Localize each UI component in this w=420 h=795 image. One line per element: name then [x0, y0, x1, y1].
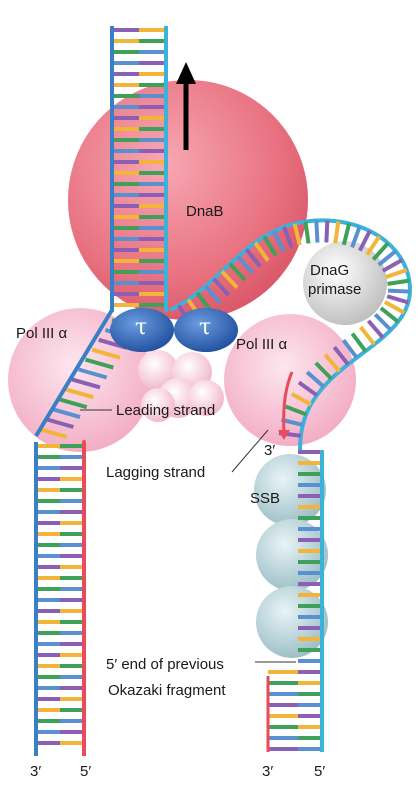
- lagging-leader-line: [231, 429, 269, 473]
- dnag-primase: [303, 241, 387, 325]
- template-backbone: [34, 308, 114, 438]
- bottom-left-3prime: 3′: [30, 763, 42, 780]
- template-base: [272, 230, 286, 252]
- dnag-label-line1: DnaG: [310, 262, 350, 279]
- new-primer-arrow: [278, 371, 294, 440]
- pol3-right-label: Pol III α: [236, 336, 288, 353]
- template-base: [379, 306, 400, 324]
- template-base: [220, 270, 239, 289]
- tau-subunit-left: [110, 308, 174, 352]
- template-base: [333, 221, 341, 244]
- template-base: [314, 361, 333, 381]
- template-base: [38, 426, 68, 439]
- template-base: [91, 347, 121, 360]
- template-base: [350, 225, 362, 249]
- template-base: [332, 345, 350, 366]
- okazaki-label-line2: Okazaki fragment: [108, 682, 226, 699]
- template-base: [262, 235, 278, 257]
- template-base: [297, 380, 318, 397]
- template-base: [292, 223, 302, 246]
- tau-subunit-right: [174, 308, 238, 352]
- template-base: [341, 338, 359, 359]
- template-base: [387, 288, 411, 294]
- template-base: [373, 313, 393, 332]
- template-base: [324, 220, 330, 243]
- template-base: [253, 241, 270, 262]
- template-base: [377, 249, 397, 267]
- template-base: [387, 278, 410, 286]
- tau-right-label: τ: [199, 315, 212, 340]
- template-base: [371, 241, 390, 261]
- template-base: [303, 221, 311, 244]
- template-base: [44, 417, 74, 429]
- template-base: [282, 226, 294, 249]
- template-base: [323, 353, 341, 373]
- template-base: [381, 258, 403, 273]
- template-base: [305, 370, 326, 389]
- bottom-right-3prime: 3′: [262, 763, 274, 780]
- template-base: [236, 255, 255, 275]
- template-base: [385, 268, 408, 280]
- template-base: [228, 262, 247, 282]
- template-base: [365, 235, 381, 256]
- template-base: [244, 248, 262, 268]
- template-base: [386, 294, 409, 305]
- pol3-left-label: Pol III α: [16, 325, 68, 342]
- tau-left-label: τ: [135, 315, 148, 340]
- okazaki-label-line1: 5′ end of previous: [106, 656, 224, 673]
- parental-duplex-top: [110, 26, 168, 312]
- lagging-strand-label: Lagging strand: [106, 464, 206, 481]
- clamp-loader-balls: [138, 350, 224, 422]
- template-base: [314, 220, 320, 243]
- lagging-strand-duplex: [266, 450, 324, 752]
- template-base: [284, 404, 307, 417]
- dnag-label-line2: primase: [308, 281, 362, 298]
- bottom-right-5prime: 5′: [314, 763, 326, 780]
- template-base: [84, 357, 114, 370]
- bottom-left-5prime: 5′: [80, 763, 92, 780]
- leading-strand-label: Leading strand: [116, 402, 216, 419]
- template-base: [58, 397, 88, 410]
- template-base: [64, 387, 94, 400]
- template-base: [359, 325, 376, 346]
- template-base: [366, 319, 385, 339]
- dnab-label: DnaB: [186, 203, 224, 220]
- template-base: [212, 277, 231, 297]
- template-base: [71, 377, 101, 390]
- template-base: [341, 223, 352, 246]
- template-base: [383, 300, 406, 315]
- helicase-direction-arrow: [176, 62, 196, 150]
- ssb-label: SSB: [250, 490, 281, 507]
- template-base: [195, 291, 213, 312]
- template-base: [78, 367, 108, 380]
- template-base: [290, 392, 312, 407]
- template-base: [358, 230, 372, 252]
- template-base: [204, 284, 222, 305]
- lagging-3prime-label: 3′: [264, 442, 276, 459]
- template-base: [350, 332, 368, 353]
- template-base: [51, 407, 81, 420]
